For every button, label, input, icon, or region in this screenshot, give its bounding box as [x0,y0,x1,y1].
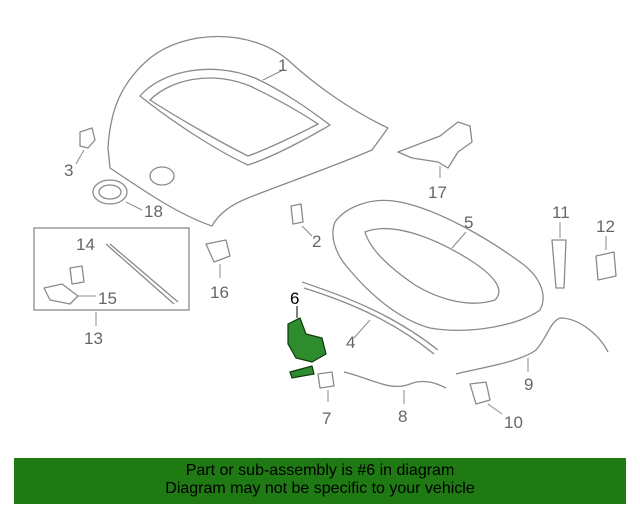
banner-line-1: Part or sub-assembly is #6 in diagram [185,462,455,479]
hood-panel[interactable] [107,35,389,227]
callout-16: 16 [210,283,229,302]
release-cable-long[interactable] [455,317,609,375]
prop-rod-assembly-box [33,227,190,311]
callout-15: 15 [98,289,117,308]
info-banner: Part or sub-assembly is #6 in diagram Di… [14,458,626,504]
callout-2: 2 [312,232,321,251]
callout-13: 13 [84,329,103,348]
callout-3: 3 [64,161,73,180]
callout-1: 1 [278,56,287,75]
prop-rod-bracket[interactable] [43,283,79,305]
latch-clip[interactable] [205,239,231,263]
cable-clip[interactable] [469,381,491,405]
parts-diagram: 1 3 18 2 17 14 15 13 16 [33,35,617,432]
callout-6: 6 [290,289,299,308]
callout-4: 4 [346,333,355,352]
callout-7: 7 [322,409,331,428]
hood-insulator[interactable] [332,199,544,331]
latch-bracket[interactable] [317,371,335,389]
hood-seal[interactable] [301,281,439,355]
lock-actuator[interactable] [595,251,617,281]
hood-stop[interactable] [290,203,304,225]
prop-rod[interactable] [105,243,179,305]
callout-17: 17 [428,183,447,202]
hood-bumper[interactable] [79,127,96,149]
callout-11: 11 [552,203,570,222]
release-handle[interactable] [551,239,567,289]
banner-line-2: Diagram may not be specific to your vehi… [165,480,475,497]
release-cable[interactable] [343,371,447,389]
callout-10: 10 [504,413,523,432]
prop-rod-grommet[interactable] [69,265,85,285]
callout-14: 14 [76,235,95,254]
callout-8: 8 [398,407,407,426]
callout-12: 12 [596,217,615,236]
callout-5: 5 [464,213,473,232]
callout-9: 9 [524,375,533,394]
emblem-seal[interactable] [92,179,128,205]
hood-hinge[interactable] [397,121,473,169]
hood-latch[interactable] [287,317,327,379]
callout-18: 18 [144,202,163,221]
